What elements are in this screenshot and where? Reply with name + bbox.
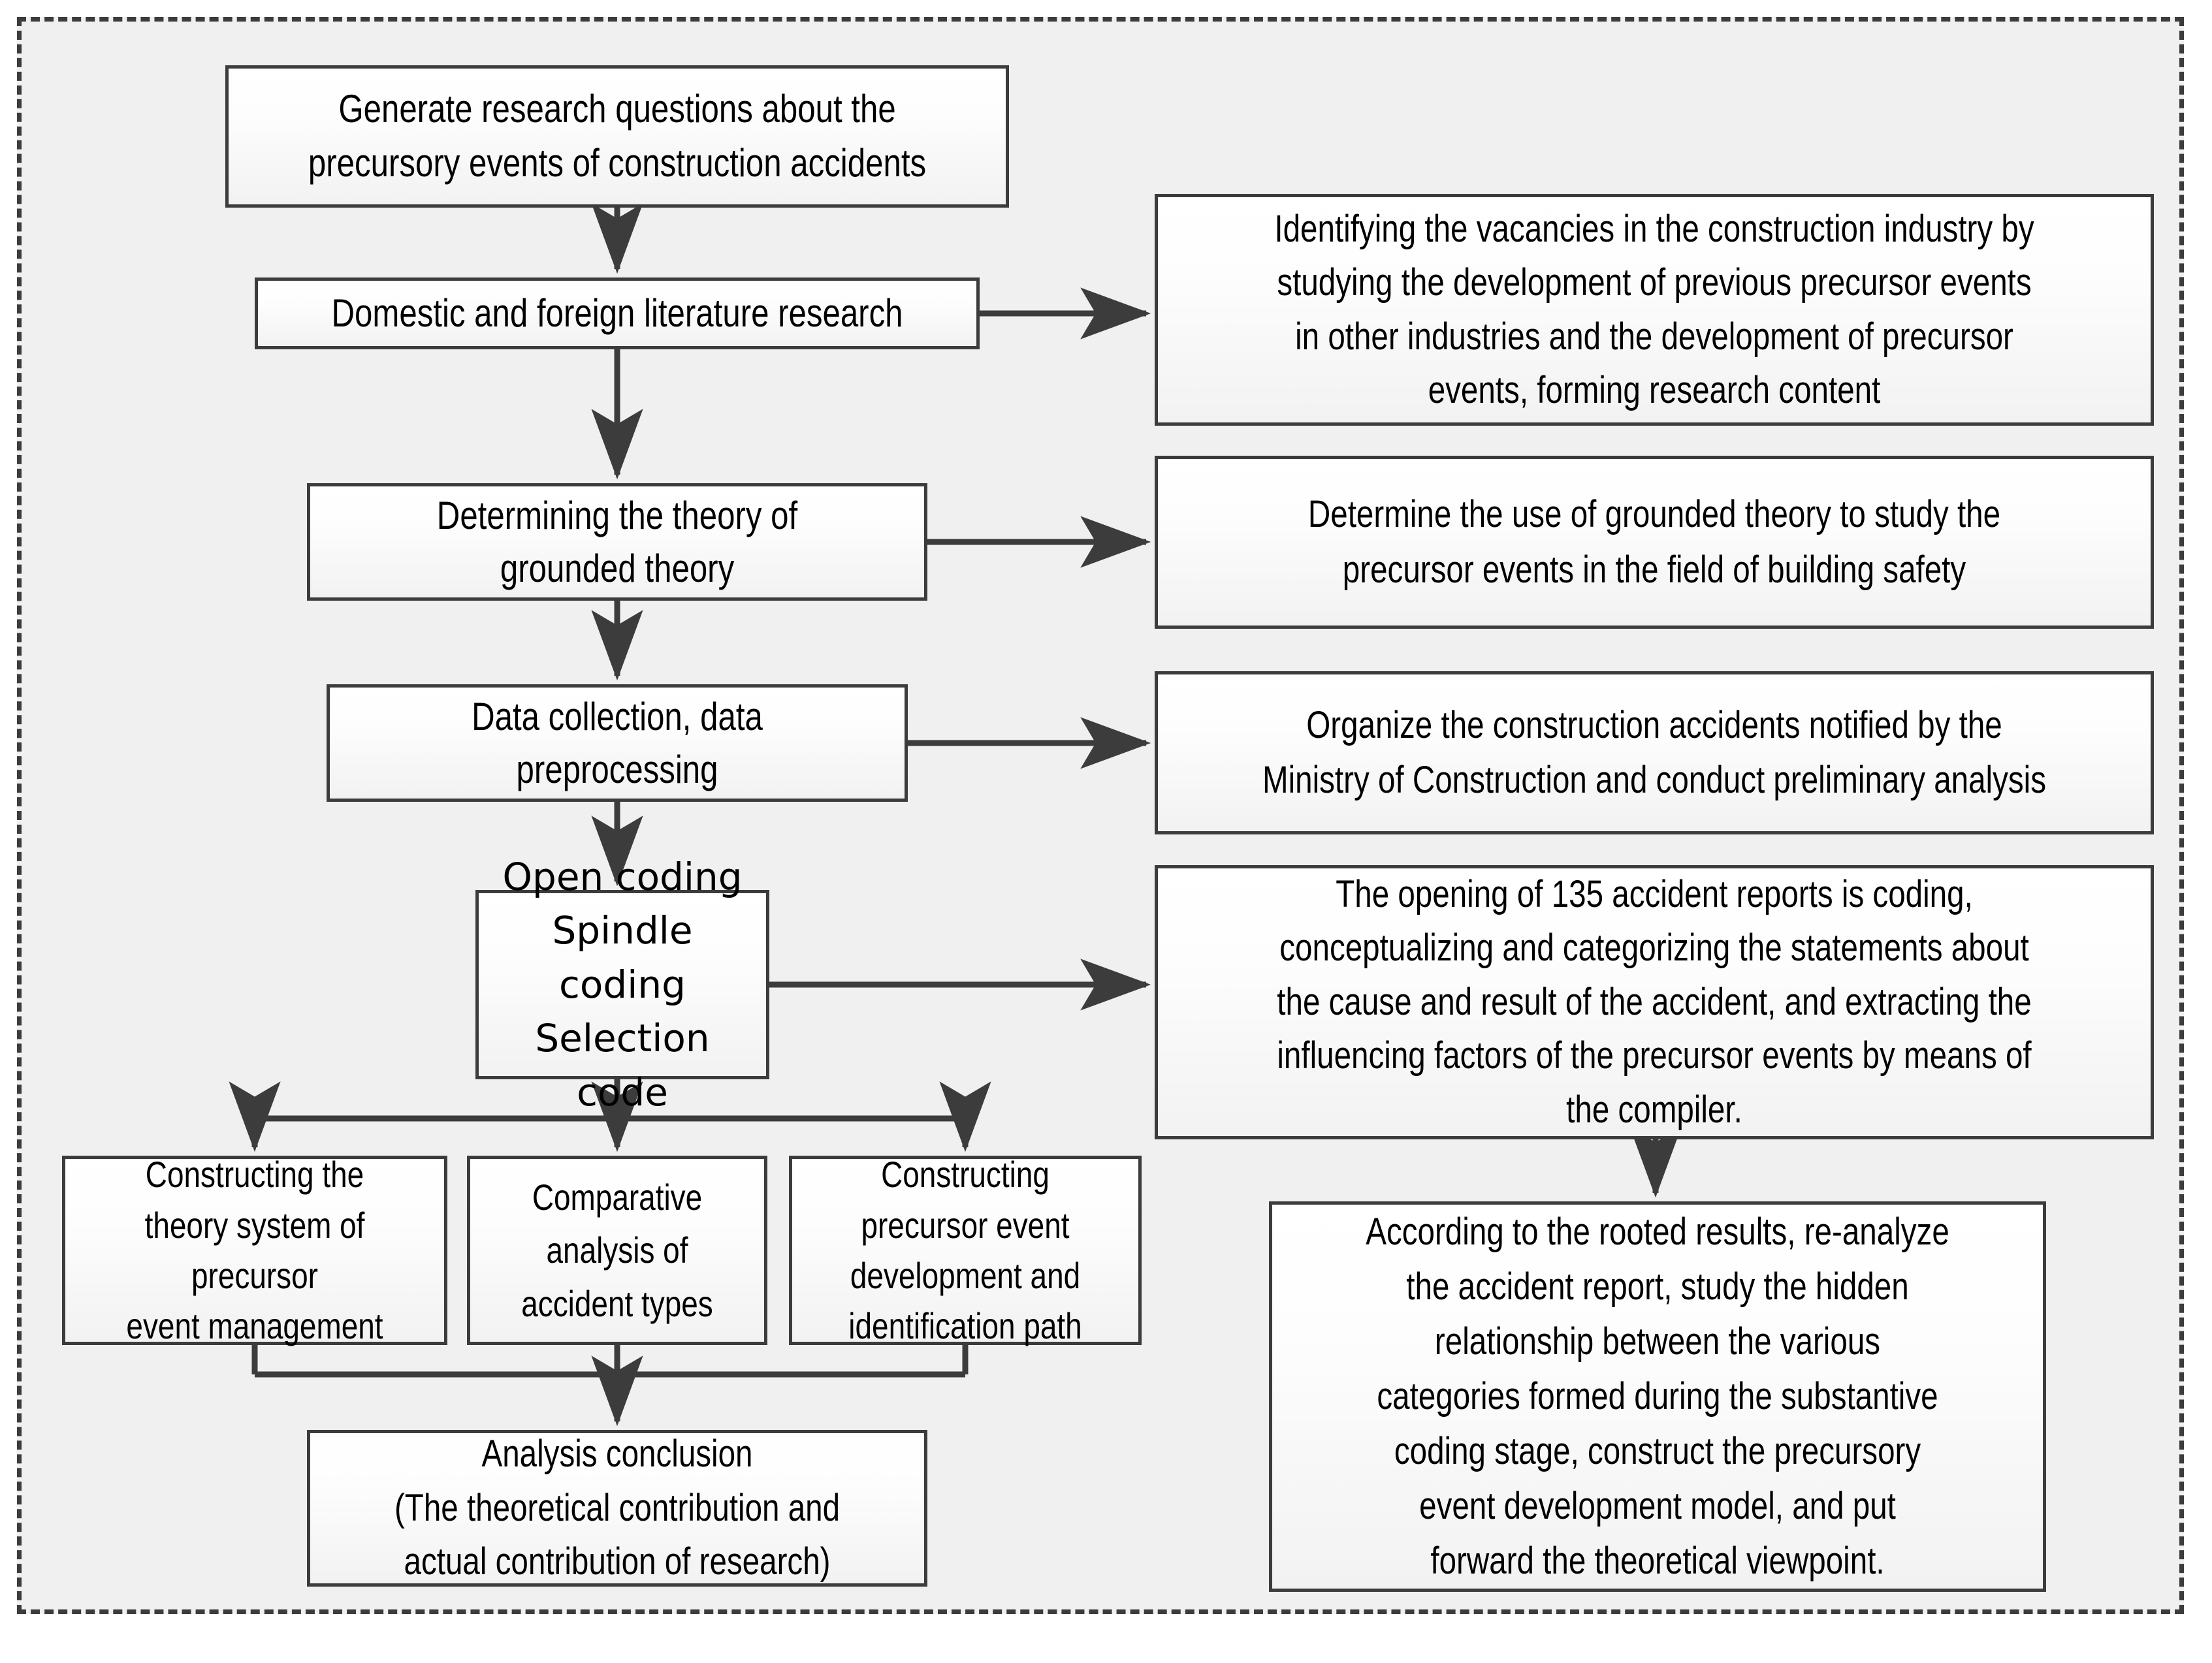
node-data-collection[interactable]: Data collection, data preprocessing (327, 684, 908, 802)
node-branch-comparative-label: Comparative analysis of accident types (521, 1177, 713, 1324)
node-grounded-theory-detail-label: Determine the use of grounded theory to … (1307, 493, 2001, 591)
node-data-collection-label: Data collection, data preprocessing (472, 695, 763, 791)
node-data-collection-detail-label: Organize the construction accidents noti… (1262, 703, 2047, 801)
node-data-collection-detail[interactable]: Organize the construction accidents noti… (1155, 671, 2154, 834)
node-literature-detail-label: Identifying the vacancies in the constru… (1274, 207, 2034, 411)
node-branch-identification-path[interactable]: Constructing precursor event development… (789, 1154, 1142, 1346)
node-rooted-results[interactable]: According to the rooted results, re-anal… (1269, 1201, 2046, 1592)
node-analysis-conclusion-label: Analysis conclusion (The theoretical con… (394, 1433, 841, 1583)
node-branch-comparative[interactable]: Comparative analysis of accident types (467, 1156, 767, 1345)
node-grounded-theory-detail[interactable]: Determine the use of grounded theory to … (1155, 456, 2154, 629)
node-literature-research[interactable]: Domestic and foreign literature research (255, 277, 980, 349)
node-grounded-theory-label: Determining the theory of grounded theor… (436, 494, 798, 590)
node-literature-detail[interactable]: Identifying the vacancies in the constru… (1155, 194, 2154, 426)
node-generate-questions[interactable]: Generate research questions about the pr… (225, 65, 1009, 208)
node-branch-identification-path-label: Constructing precursor event development… (848, 1154, 1082, 1347)
node-coding-detail[interactable]: The opening of 135 accident reports is c… (1155, 865, 2154, 1139)
node-coding[interactable]: Open coding Spindle coding Selection cod… (475, 855, 769, 1115)
node-branch-theory-system-label: Constructing the theory system of precur… (126, 1154, 383, 1347)
node-rooted-results-label: According to the rooted results, re-anal… (1366, 1210, 1949, 1583)
node-coding-label: Open coding Spindle coding Selection cod… (502, 855, 743, 1115)
node-generate-questions-label: Generate research questions about the pr… (308, 87, 927, 185)
node-grounded-theory[interactable]: Determining the theory of grounded theor… (307, 483, 927, 601)
node-branch-theory-system[interactable]: Constructing the theory system of precur… (62, 1154, 447, 1346)
node-coding-detail-label: The opening of 135 accident reports is c… (1277, 873, 2032, 1131)
node-analysis-conclusion[interactable]: Analysis conclusion (The theoretical con… (307, 1430, 927, 1587)
node-literature-research-label: Domestic and foreign literature research (331, 291, 903, 335)
